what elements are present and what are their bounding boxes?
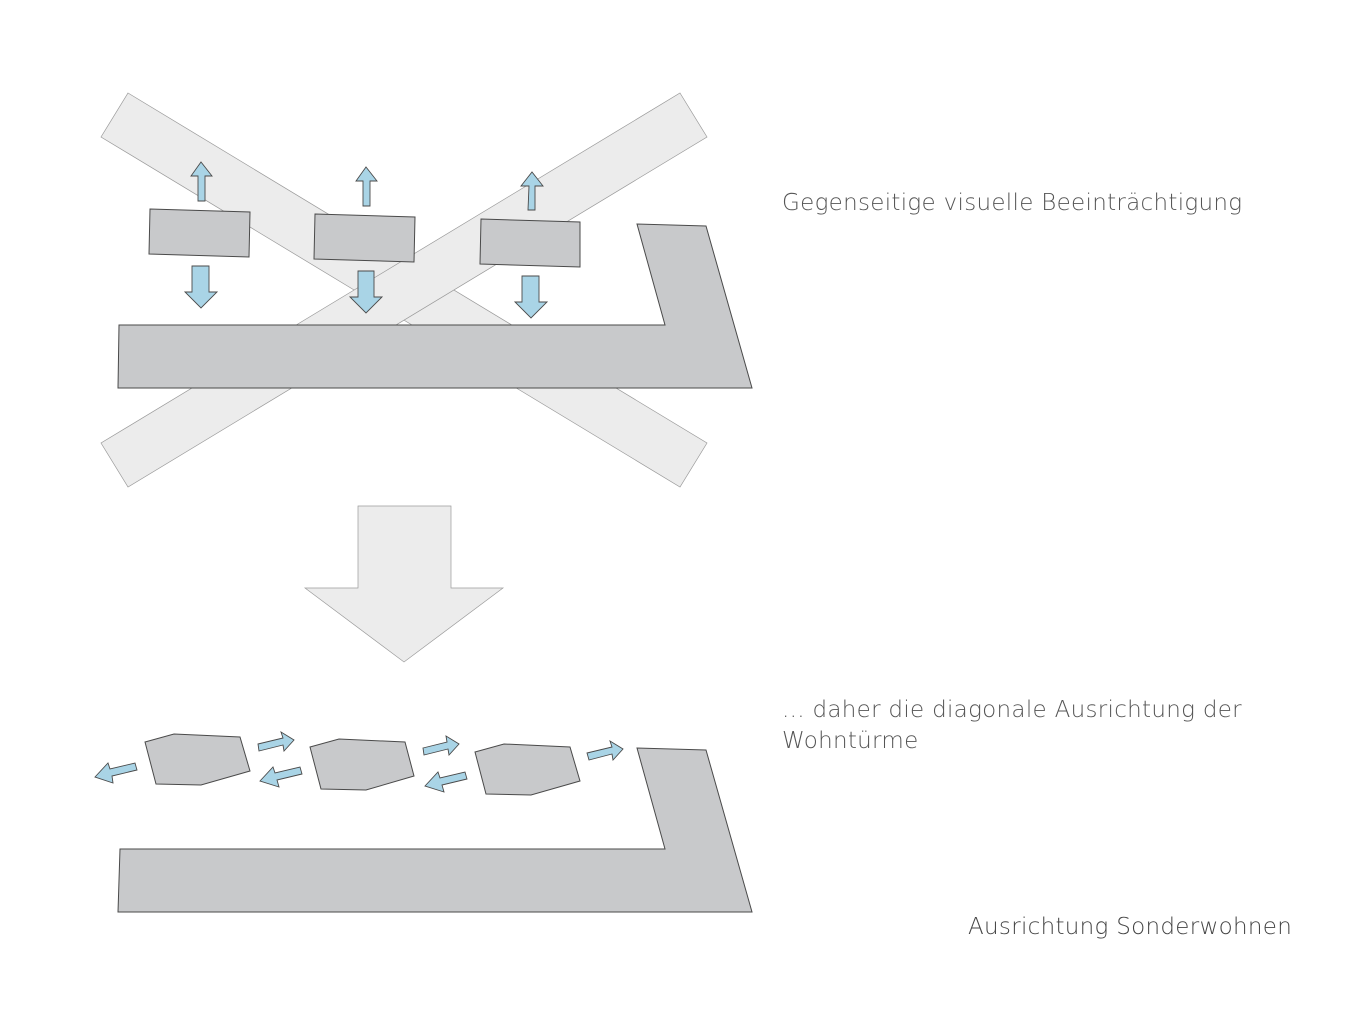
tower-rect-2 bbox=[313, 213, 416, 263]
arrow-diag-right-3 bbox=[586, 739, 624, 761]
tower-rect-1 bbox=[148, 208, 251, 258]
arrow-up-3 bbox=[520, 171, 544, 211]
tower-diag-2 bbox=[309, 738, 415, 791]
caption-diagonal-line-1: ... daher die diagonale Ausrichtung der bbox=[782, 697, 1242, 723]
arrow-diag-left-3 bbox=[424, 771, 468, 793]
arrows-diagonal-right bbox=[257, 730, 624, 761]
arrow-down-2 bbox=[348, 270, 384, 314]
towers-rectangular bbox=[148, 208, 581, 268]
arrows-down bbox=[183, 265, 549, 319]
caption-diagonal-line-2: Wohntürme bbox=[782, 728, 919, 754]
arrow-down-1 bbox=[183, 265, 219, 309]
transition-arrow bbox=[303, 505, 505, 663]
caption-mutual-impairment: Gegenseitige visuelle Beeinträchtigung bbox=[782, 190, 1243, 216]
arrow-diag-right-2 bbox=[422, 735, 460, 756]
main-building-top bbox=[117, 223, 753, 389]
arrow-up-2 bbox=[355, 166, 378, 207]
tower-diag-3 bbox=[474, 743, 581, 796]
arrow-down-3 bbox=[513, 275, 549, 319]
arrows-diagonal-left bbox=[94, 762, 468, 793]
arrows-up bbox=[190, 161, 544, 211]
diagram-title: Ausrichtung Sonderwohnen bbox=[968, 914, 1293, 940]
main-building-bottom bbox=[117, 747, 753, 913]
towers-diagonal bbox=[144, 733, 581, 796]
arrow-diag-right-1 bbox=[257, 730, 295, 752]
caption-diagonal-orientation: ... daher die diagonale Ausrichtung der … bbox=[782, 695, 1242, 757]
arrow-up-1 bbox=[190, 161, 213, 202]
arrow-diag-left-1 bbox=[94, 762, 138, 784]
tower-rect-3 bbox=[479, 218, 581, 268]
tower-diag-1 bbox=[144, 733, 251, 786]
arrow-diag-left-2 bbox=[259, 766, 303, 788]
